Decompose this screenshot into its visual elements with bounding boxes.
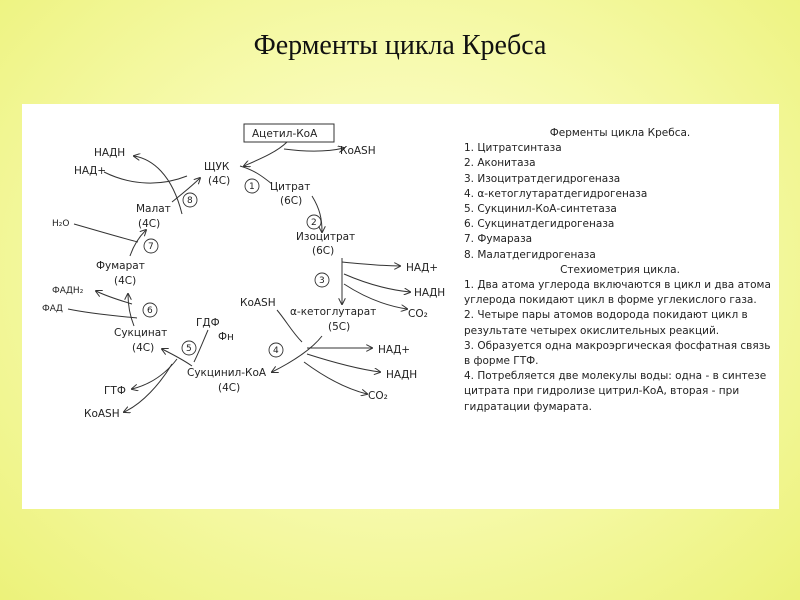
step-5-circle xyxy=(181,340,197,356)
enzymes-heading: Ферменты цикла Кребса. xyxy=(549,127,691,139)
step-1-number: 1 xyxy=(249,182,255,192)
fn-label: Фн xyxy=(218,331,234,343)
nad-top-label: НАД+ xyxy=(74,165,106,177)
step-7-number: 7 xyxy=(148,242,154,252)
step-2-number: 2 xyxy=(311,218,317,228)
arrow-succinylcoa-succinate xyxy=(162,349,193,367)
nadh-top-label: НАДН xyxy=(94,147,125,159)
arrow-koash-5 xyxy=(124,363,173,412)
arrow-co2-3 xyxy=(343,283,407,309)
fumarate-c-label: (4С) xyxy=(114,275,136,287)
citrate-c-label: (6С) xyxy=(280,195,302,207)
arrow-gtf xyxy=(132,358,178,389)
arrow-malate-shuk xyxy=(171,178,200,203)
koash-4-label: КоASH xyxy=(240,297,276,309)
enzyme-item: 1. Цитратсинтаза xyxy=(464,142,562,155)
arrow-fadh2 xyxy=(96,291,133,305)
step-8-number: 8 xyxy=(187,196,193,206)
co2-4-label: CO₂ xyxy=(368,390,388,402)
arrow-ketoglutarate-succinylcoa xyxy=(272,335,323,372)
arrow-citrate-isocitrate xyxy=(311,195,322,232)
arrow-koash-4 xyxy=(276,309,303,343)
enzyme-item: 5. Сукцинил-КоА-синтетаза xyxy=(464,203,617,216)
step-2-circle xyxy=(306,214,322,230)
step-6-number: 6 xyxy=(147,306,153,316)
isocitrate-c-label: (6С) xyxy=(312,245,334,257)
info-column: Ферменты цикла Кребса. 1. Цитратсинтаза … xyxy=(464,126,776,415)
citrate-label: Цитрат xyxy=(270,181,310,193)
acetyl-arrow xyxy=(244,141,288,166)
step-7-circle xyxy=(143,238,159,254)
page-title: Ферменты цикла Кребса xyxy=(253,30,547,61)
nad-4-label: НАД+ xyxy=(378,344,410,356)
fad-label: ФАД xyxy=(42,304,63,314)
shuk-c-label: (4С) xyxy=(208,175,230,187)
arrow-nad-3 xyxy=(341,261,400,266)
malate-label: Малат xyxy=(136,203,171,215)
nad-arrow-8 xyxy=(103,171,188,184)
co2-3-label: CO₂ xyxy=(408,308,428,320)
nadh-arrow-8 xyxy=(134,156,183,215)
stoichiometry-heading: Стехиометрия цикла. xyxy=(560,263,680,276)
enzyme-item: 2. Аконитаза xyxy=(464,157,536,170)
koash-arrow-top xyxy=(283,148,344,151)
arrow-nadh-4 xyxy=(306,353,380,372)
gdf-label: ГДФ xyxy=(196,317,220,329)
koash-top-label: КоASH xyxy=(340,145,376,157)
stoichiometry-item: 4. Потребляется две молекулы воды: одна … xyxy=(464,370,767,413)
enzyme-item: 7. Фумараза xyxy=(464,233,533,246)
nadh-4-label: НАДН xyxy=(386,369,417,381)
succinyl-coa-label: Сукцинил-КоА xyxy=(187,367,267,379)
malate-c-label: (4С) xyxy=(138,218,160,230)
enzyme-item: 4. α-кетоглутаратдегидрогеназа xyxy=(464,187,648,200)
arrow-h2o xyxy=(73,223,139,243)
acetyl-coa-label: Ацетил-КоА xyxy=(252,128,318,140)
krebs-cycle-diagram: Ацетил-КоА КоASH НАДН НАД+ ЩУК (4С) 1 Ци… xyxy=(42,123,445,420)
step-4-circle xyxy=(268,342,284,358)
enzyme-item: 3. Изоцитратдегидрогеназа xyxy=(464,172,621,185)
arrow-fumarate-malate xyxy=(129,230,146,257)
step-3-number: 3 xyxy=(319,276,325,286)
h2o-label: H₂O xyxy=(52,219,69,229)
step-5-number: 5 xyxy=(186,344,192,354)
acetyl-coa-box xyxy=(243,123,335,143)
isocitrate-label: Изоцитрат xyxy=(296,231,355,243)
step-8-circle xyxy=(182,192,198,208)
step-1-circle xyxy=(244,178,260,194)
fadh2-label: ФАДН₂ xyxy=(52,286,84,296)
enzyme-item: 8. Малатдегидрогеназа xyxy=(464,248,596,261)
step-3-circle xyxy=(314,272,330,288)
stoichiometry-item: 2. Четыре пары атомов водорода покидают … xyxy=(464,309,748,337)
succinate-c-label: (4С) xyxy=(132,342,154,354)
succinyl-coa-c-label: (4С) xyxy=(218,382,240,394)
shuk-label: ЩУК xyxy=(204,161,230,173)
arrow-fad xyxy=(67,308,138,319)
step-6-circle xyxy=(142,302,158,318)
content-panel: Ацетил-КоА КоASH НАДН НАД+ ЩУК (4С) 1 Ци… xyxy=(22,104,779,509)
koash-5-label: КоASH xyxy=(84,408,120,420)
arrow-gdf xyxy=(193,329,209,363)
arrow-shuk-citrate xyxy=(239,165,273,185)
arrow-co2-4 xyxy=(303,361,367,394)
fumarate-label: Фумарат xyxy=(96,260,145,272)
ketoglutarate-c-label: (5С) xyxy=(328,321,350,333)
ketoglutarate-label: α-кетоглутарат xyxy=(290,306,376,318)
stoichiometry-item: 1. Два атома углерода включаются в цикл … xyxy=(464,279,771,307)
nad-3-label: НАД+ xyxy=(406,262,438,274)
succinate-label: Сукцинат xyxy=(114,327,167,339)
gtf-label: ГТФ xyxy=(104,385,126,397)
arrow-nadh-3 xyxy=(343,273,410,292)
stoichiometry-item: 3. Образуется одна макроэргическая фосфа… xyxy=(464,339,771,368)
enzyme-item: 6. Сукцинатдегидрогеназа xyxy=(464,218,615,231)
step-4-number: 4 xyxy=(273,346,279,356)
nadh-3-label: НАДН xyxy=(414,287,445,299)
arrow-succinate-fumarate xyxy=(128,294,135,327)
